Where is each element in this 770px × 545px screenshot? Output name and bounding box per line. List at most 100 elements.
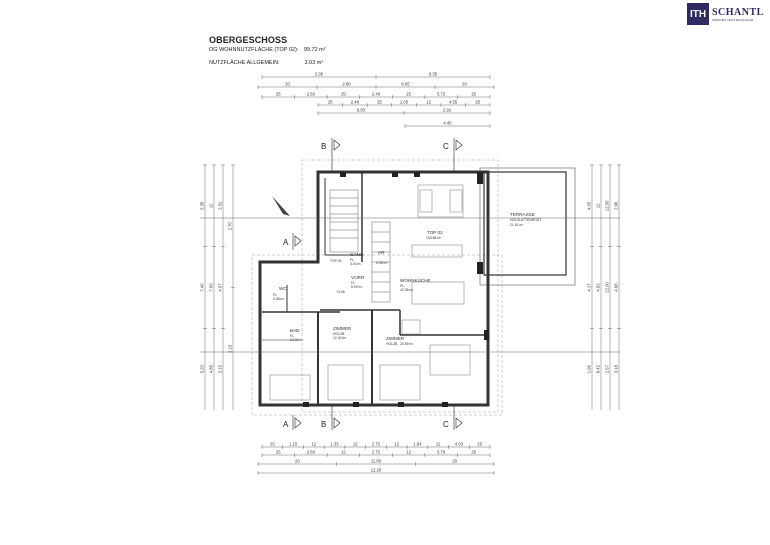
kitchen-counter bbox=[401, 319, 421, 335]
dim-label: 4.45 bbox=[443, 121, 452, 126]
dim-label: 4.98 bbox=[614, 283, 619, 292]
wardrobe bbox=[327, 364, 364, 401]
room-zimmer2-name: ZIMMER bbox=[386, 336, 405, 341]
dim-label: 8.42 bbox=[596, 364, 601, 373]
room-top02-area: 103.68 m² bbox=[426, 236, 442, 240]
dim-label: 12 bbox=[406, 450, 411, 455]
dim-label: 5.72 bbox=[437, 92, 446, 97]
dim-label: 2.80 bbox=[342, 82, 351, 87]
dim-label: 2.31 bbox=[218, 201, 223, 210]
dim-label: 5.35 bbox=[200, 201, 205, 210]
room-gang-area: 3.03 m² bbox=[350, 262, 362, 266]
room-bad-floor: FL bbox=[290, 334, 294, 338]
dim-label: 12 bbox=[209, 203, 214, 208]
room-vorr-name: VORR bbox=[351, 275, 365, 280]
room-ar-area: 0.95 m² bbox=[376, 261, 388, 265]
room-wc-name: WC bbox=[279, 286, 287, 291]
room-zimmer2-floor: HOLZB. bbox=[386, 342, 398, 346]
dim-label: 2.48 bbox=[372, 92, 381, 97]
dim-label: 12.00 bbox=[605, 200, 610, 211]
section-a-bottom: A bbox=[283, 420, 289, 429]
room-top02-small: TOP 02 bbox=[330, 259, 342, 263]
section-b-top: B bbox=[321, 142, 326, 151]
dim-label: 12.00 bbox=[605, 282, 610, 293]
dim-label: 25 bbox=[341, 92, 346, 97]
dim-label: 25 bbox=[328, 100, 333, 105]
dim-label: 1.33 bbox=[330, 442, 339, 447]
dim-label: 25 bbox=[471, 92, 476, 97]
section-c-bottom: C bbox=[443, 420, 449, 429]
columns bbox=[303, 172, 489, 407]
sofa bbox=[417, 184, 464, 218]
room-wohnkueche-floor: FL bbox=[400, 284, 404, 288]
kitchen-island bbox=[411, 281, 465, 305]
dim-label: 9.35 bbox=[429, 72, 438, 77]
room-wc-floor: FL bbox=[273, 293, 277, 297]
dim-label: 5.79 bbox=[437, 450, 446, 455]
wohnnutzflaeche-row: OG WOHNNUTZFLÄCHE (TOP 02): 99.72 m² bbox=[209, 47, 326, 53]
room-wc-area: 2.58 m² bbox=[273, 297, 285, 301]
bathtub bbox=[269, 374, 311, 401]
dim-label: 2.15 bbox=[218, 364, 223, 373]
room-zimmer2-area: 20.59 m² bbox=[400, 342, 414, 346]
dim-label: 2.72 bbox=[372, 450, 381, 455]
dim-label: 7.40 bbox=[200, 283, 205, 292]
room-zimmer1-area: 12.40 m² bbox=[333, 336, 347, 340]
room-zimmer1-name: ZIMMER bbox=[333, 326, 352, 331]
room-vorr-area: 8.09 m² bbox=[351, 285, 363, 289]
dim-label: 20 bbox=[295, 459, 300, 464]
nutzflaeche-label: NUTZFLÄCHE ALLGEMEIN: bbox=[209, 60, 280, 66]
section-c-top: C bbox=[443, 142, 449, 151]
terrace bbox=[479, 167, 576, 286]
dim-label: 12 bbox=[426, 100, 431, 105]
dim-label: 12 bbox=[436, 442, 441, 447]
dim-label: 3.18 bbox=[614, 364, 619, 373]
plan-title: OBERGESCHOSS bbox=[209, 35, 288, 45]
company-logo: ITH SCHANTL IMMOBILIENTREUHAND bbox=[687, 3, 764, 25]
plan-header: OBERGESCHOSS OG WOHNNUTZFLÄCHE (TOP 02):… bbox=[209, 35, 326, 66]
dim-label: 6.93 bbox=[357, 108, 366, 113]
dim-label: 5.20 bbox=[200, 364, 205, 373]
outline-dashed bbox=[251, 159, 503, 416]
dim-label: 25 bbox=[270, 442, 275, 447]
dim-label: 20 bbox=[452, 459, 457, 464]
dim-label: 4.07 bbox=[218, 283, 223, 292]
room-terrasse-name: TERRASSE bbox=[510, 212, 535, 217]
north-arrow-icon bbox=[272, 196, 290, 216]
room-gang-floor: FL bbox=[350, 258, 354, 262]
dim-label: 25 bbox=[477, 442, 482, 447]
room-bad-area: 10.34 m² bbox=[290, 338, 304, 342]
dim-label: 4.17 bbox=[587, 283, 592, 292]
dim-label: 4.85 bbox=[209, 364, 214, 373]
furniture bbox=[269, 184, 471, 401]
building-walls bbox=[200, 170, 620, 407]
room-labels: TOP 02 103.68 m² GANG FL 3.03 m² TOP 02 … bbox=[273, 212, 541, 346]
dim-label: 12 bbox=[353, 442, 358, 447]
room-bad-name: BAD bbox=[290, 328, 300, 333]
dim-label: 25 bbox=[377, 100, 382, 105]
wohnnutzflaeche-value: 99.72 m² bbox=[303, 47, 326, 53]
dim-label: 2.96 bbox=[614, 201, 619, 210]
dining-table bbox=[411, 244, 463, 258]
dim-label: 2.95 bbox=[315, 72, 324, 77]
dim-label: 2.67 bbox=[605, 364, 610, 373]
nutzflaeche-row: NUTZFLÄCHE ALLGEMEIN: 3.03 m² bbox=[209, 60, 326, 66]
dim-label: 1.05 bbox=[400, 100, 409, 105]
logo-tagline: IMMOBILIENTREUHAND bbox=[712, 17, 754, 22]
dim-label: 11.80 bbox=[371, 459, 382, 464]
dimension-lines: 2.95 9.35 20 2.80 8.05 20 25 2.60 25 2.48 25 5.72 25… bbox=[200, 72, 621, 475]
section-a-left: A bbox=[283, 238, 289, 247]
room-zimmer1-floor: HOLZB. bbox=[333, 332, 345, 336]
dim-label: 8.05 bbox=[401, 82, 410, 87]
dim-label: 1.96 bbox=[587, 364, 592, 373]
dim-label: 7.00 bbox=[209, 283, 214, 292]
dim-label: 2.92 bbox=[443, 108, 452, 113]
dim-label: 2.48 bbox=[351, 100, 360, 105]
room-wohnkueche-name: WOHNKÜCHE bbox=[400, 277, 431, 283]
dim-label: 25 bbox=[276, 92, 281, 97]
dim-label: 20 bbox=[285, 82, 290, 87]
dim-label: 2.60 bbox=[307, 450, 316, 455]
dim-label: 2.70 bbox=[228, 222, 233, 231]
dim-label: 4.92 bbox=[596, 283, 601, 292]
